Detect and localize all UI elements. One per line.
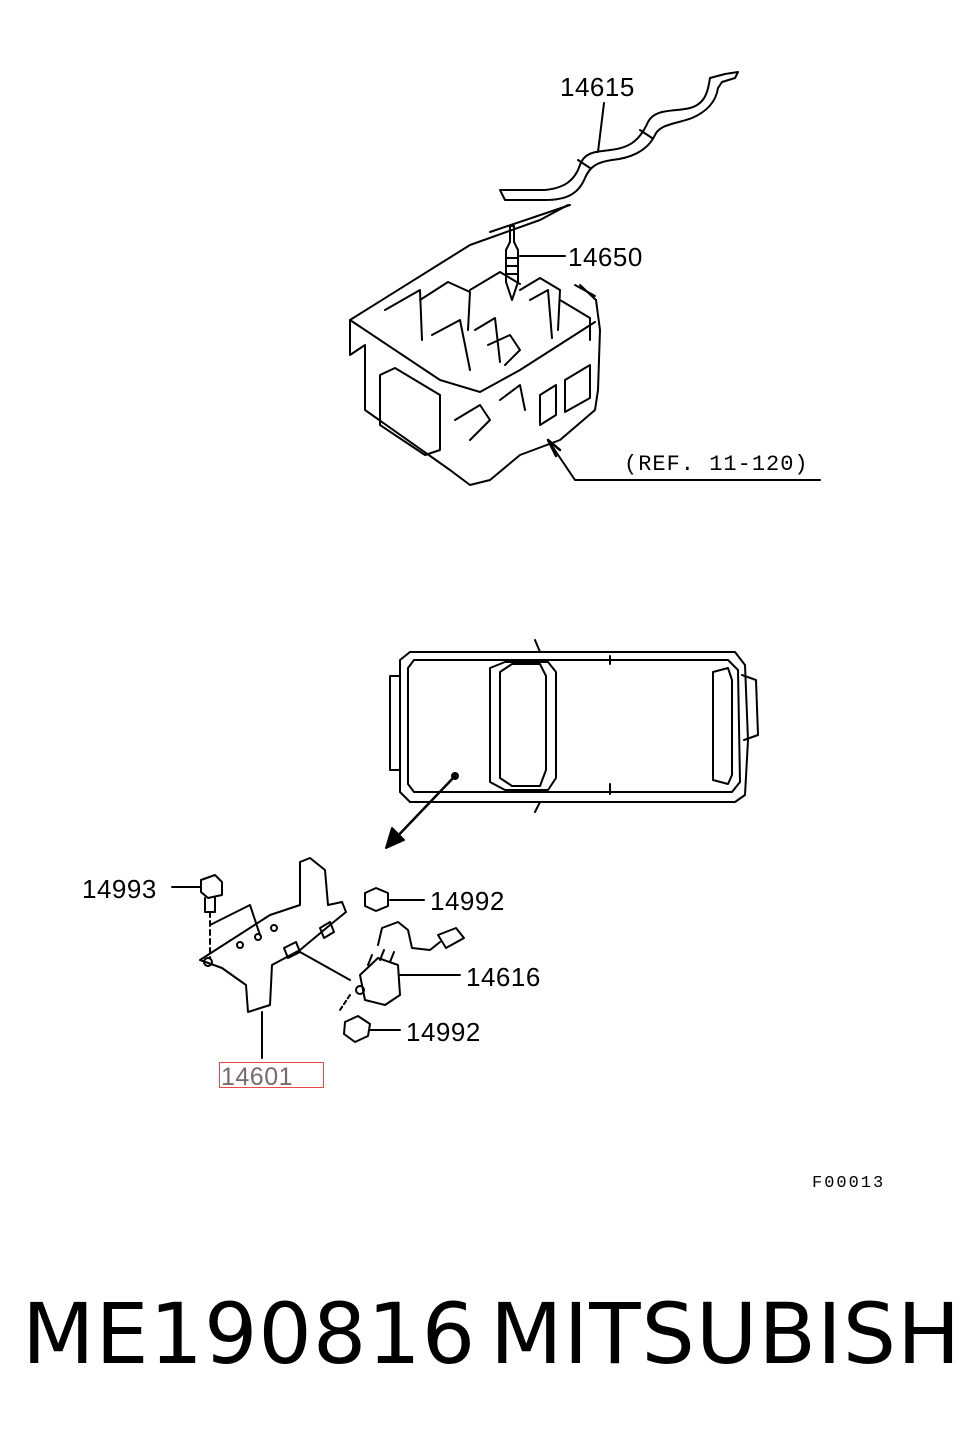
highlight-box [219, 1062, 324, 1088]
location-pointer [385, 772, 459, 849]
stud-pins-drawing [283, 921, 351, 981]
glow-relay-drawing [339, 921, 465, 1011]
callout-14992-bottom: 14992 [406, 1017, 481, 1047]
callout-14616: 14616 [466, 962, 541, 992]
gasket-plate-drawing [499, 71, 739, 201]
nut-top-drawing [364, 887, 425, 912]
callout-14992-top: 14992 [430, 886, 505, 916]
brand-name: MITSUBISHI [490, 1285, 960, 1383]
reference-leader [546, 438, 821, 481]
nut-bottom-drawing [343, 1015, 401, 1043]
bolt-drawing [171, 874, 223, 959]
glow-plug-drawing [505, 225, 566, 301]
part-number: ME190816 [22, 1285, 477, 1383]
cylinder-head-drawing [349, 204, 601, 486]
bracket-drawing [199, 857, 347, 1059]
callout-14993: 14993 [82, 874, 157, 904]
reference-label: (REF. 11-120) [624, 452, 809, 477]
figure-code: F00013 [812, 1174, 886, 1193]
callout-14650: 14650 [568, 242, 643, 272]
callout-14601: 14601 [221, 1063, 294, 1091]
vehicle-top-view-drawing [389, 639, 759, 813]
callout-14615: 14615 [560, 72, 635, 102]
